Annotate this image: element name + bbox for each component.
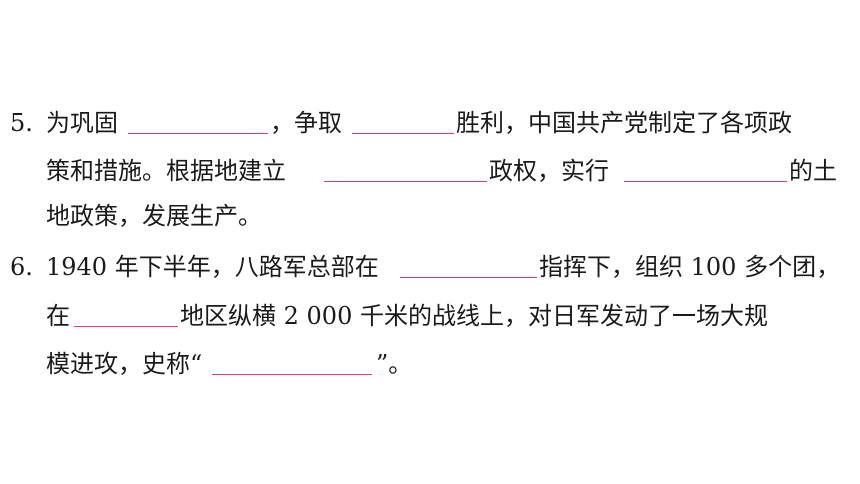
question-6-text: 1940 年下半年，八路军总部在 [46,253,379,281]
answer-blank[interactable] [324,181,487,182]
question-6-text: 在 [46,302,70,330]
question-6-text: 模进攻，史称“ [46,350,203,378]
question-6-text: ”。 [376,350,413,378]
question-5-text: 策和措施。根据地建立 [46,157,286,185]
question-6-number: 6. [10,253,33,281]
question-5-text: ，争取 [270,109,342,137]
answer-blank[interactable] [74,326,178,327]
question-5-text: 地政策，发展生产。 [46,202,262,230]
question-6-text: 指挥下，组织 100 多个团， [539,253,841,281]
answer-blank[interactable] [128,133,268,134]
answer-blank[interactable] [352,133,454,134]
answer-blank[interactable] [212,374,372,375]
question-5-text: 为巩固 [46,109,118,137]
question-5-text: 政权，实行 [489,157,609,185]
answer-blank[interactable] [624,181,787,182]
answer-blank[interactable] [400,277,537,278]
question-5-number: 5. [10,109,33,137]
question-6-text: 地区纵横 2 000 千米的战线上，对日军发动了一场大规 [180,302,768,330]
question-5-text: 胜利，中国共产党制定了各项政 [456,109,792,137]
question-5-text: 的土 [789,157,837,185]
